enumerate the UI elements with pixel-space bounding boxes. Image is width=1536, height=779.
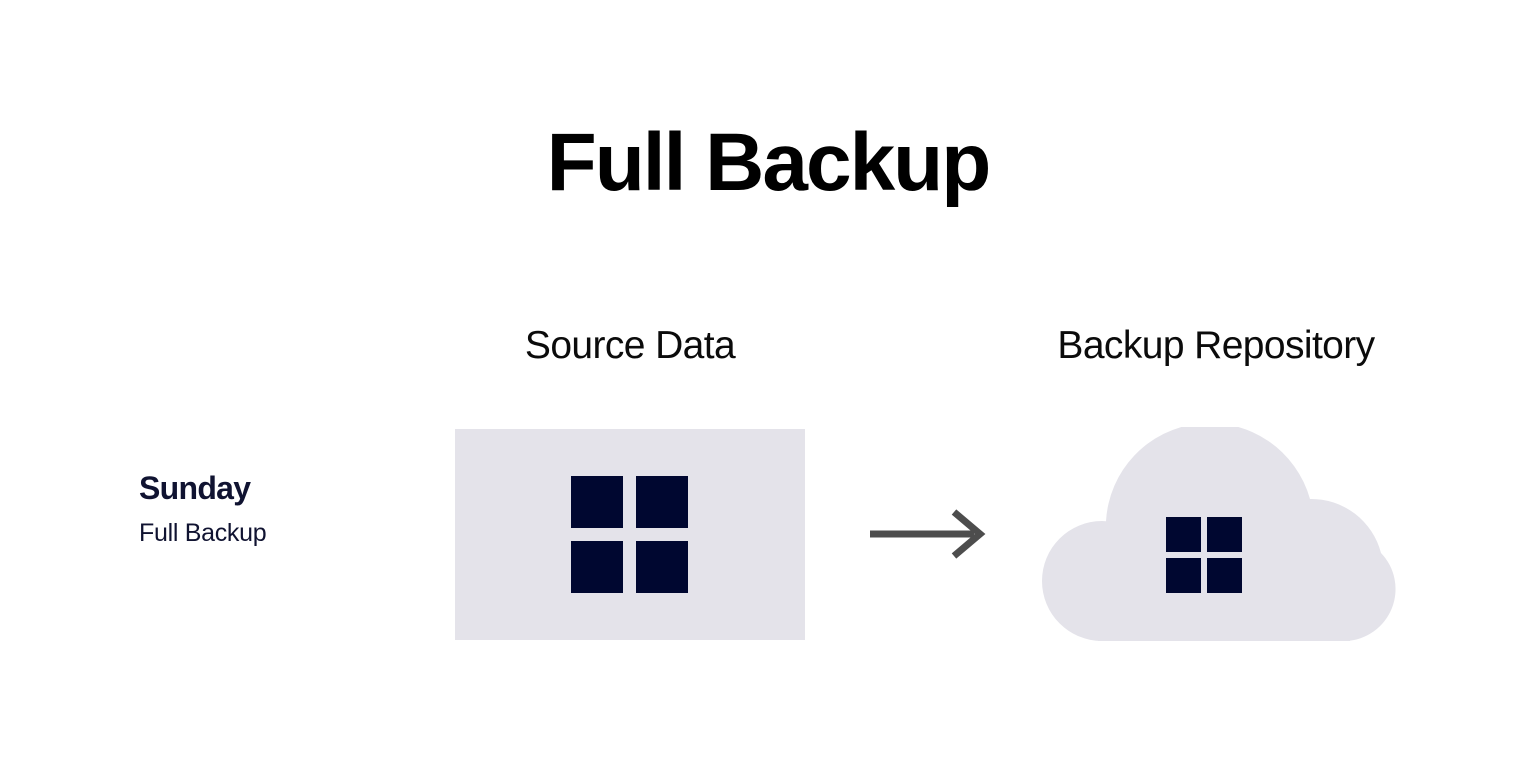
data-block-icon: [1166, 558, 1201, 593]
source-data-heading: Source Data: [524, 324, 736, 367]
backup-repository-heading: Backup Repository: [1057, 324, 1375, 367]
source-data-tile-grid: [571, 476, 688, 593]
repository-tile-grid: [1166, 517, 1242, 593]
data-block-icon: [571, 541, 623, 593]
data-block-icon: [636, 541, 688, 593]
data-block-icon: [636, 476, 688, 528]
schedule-row-label: Sunday Full Backup: [139, 471, 399, 547]
data-block-icon: [1207, 517, 1242, 552]
data-block-icon: [1207, 558, 1242, 593]
data-block-icon: [571, 476, 623, 528]
backup-repository-cloud: [1042, 427, 1398, 641]
flow-arrow-right-icon: [866, 503, 988, 565]
schedule-backup-type-label: Full Backup: [139, 518, 267, 547]
page-title: Full Backup: [546, 117, 992, 208]
source-data-box: [455, 429, 805, 640]
data-block-icon: [1166, 517, 1201, 552]
schedule-day-label: Sunday: [139, 470, 251, 506]
